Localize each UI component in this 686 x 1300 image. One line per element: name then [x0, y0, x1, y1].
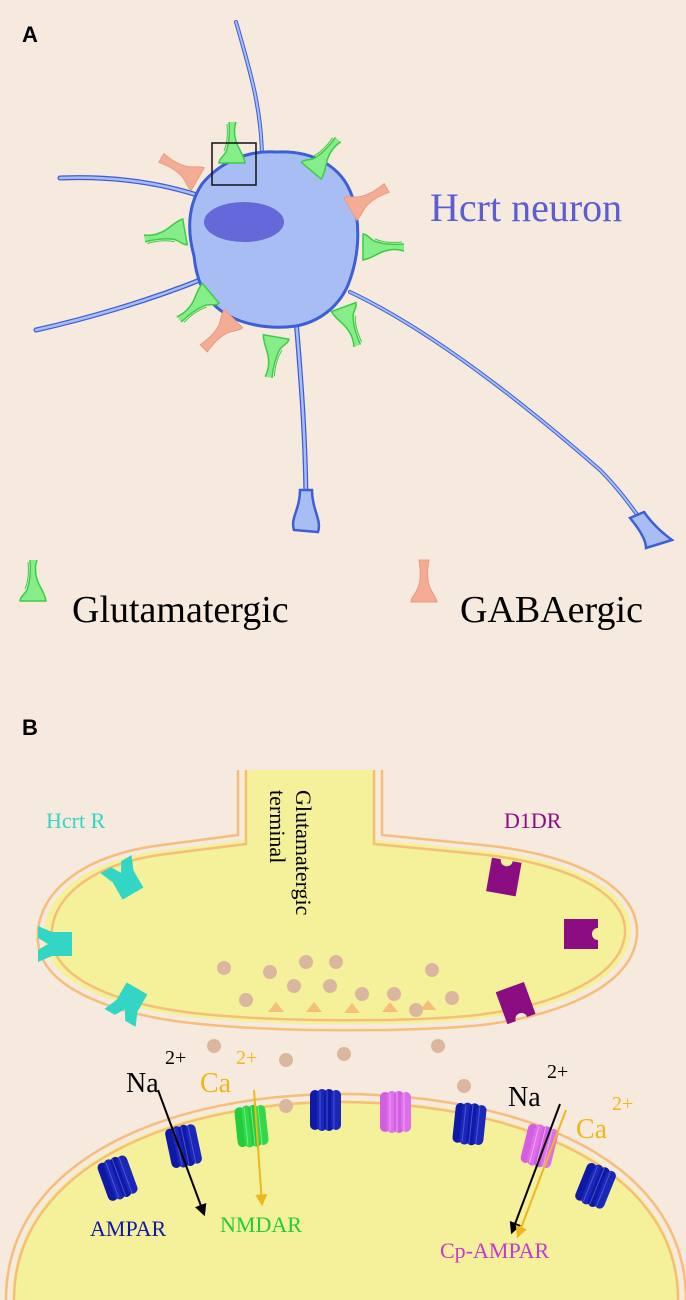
neuron-soma — [188, 150, 360, 329]
nmdar-label: NMDAR — [220, 1212, 302, 1237]
ca-label-right: Ca — [576, 1114, 608, 1145]
legend: Glutamatergic GABAergic — [19, 559, 643, 631]
ion-flux — [157, 1089, 567, 1239]
zoom-box — [211, 142, 257, 186]
panel-b: B Glutamatergic terminal — [4, 715, 686, 1300]
hcrt-r-label: Hcrt R — [46, 808, 106, 833]
na-charge-left: 2+ — [165, 1047, 186, 1069]
vesicle — [457, 1079, 471, 1093]
d1dr-receptors: D1DR — [486, 808, 598, 1025]
vesicle — [329, 955, 343, 969]
vesicle — [239, 993, 253, 1007]
glutamatergic-synapse — [255, 334, 290, 381]
glutamatergic-synapse — [141, 218, 188, 253]
na-influx-arrow — [509, 1103, 561, 1235]
vesicles — [207, 955, 471, 1113]
vesicle — [355, 987, 369, 1001]
terminal-label-line2: terminal — [265, 790, 290, 863]
process-foot-bottom — [291, 488, 321, 534]
legend-gabaergic-icon — [410, 559, 438, 603]
vesicle — [425, 963, 439, 977]
d1dr-label: D1DR — [504, 808, 562, 833]
legend-glutamatergic-label: Glutamatergic — [72, 589, 289, 631]
cp-ampar-receptor — [379, 1090, 412, 1134]
glutamatergic-synapse — [362, 233, 405, 261]
vesicle — [431, 1039, 445, 1053]
ca-influx-arrow — [515, 1109, 567, 1239]
vesicle — [387, 987, 401, 1001]
ca-charge-right: 2+ — [612, 1093, 633, 1115]
ca-charge-left: 2+ — [236, 1047, 257, 1069]
hcrt-receptors: Hcrt R — [38, 808, 153, 1027]
na-influx-arrow — [157, 1089, 207, 1217]
legend-gabaergic-label: GABAergic — [460, 589, 643, 631]
ca-label-left: Ca — [200, 1068, 232, 1099]
legend-glutamatergic-icon — [19, 559, 47, 602]
ampar-receptor — [309, 1088, 342, 1132]
na-label-left: Na — [126, 1068, 159, 1099]
vesicle — [337, 1047, 351, 1061]
panel-a: A — [19, 20, 675, 631]
ampar-receptor — [451, 1100, 488, 1147]
nmdar-receptor — [233, 1103, 270, 1150]
vesicle — [299, 955, 313, 969]
glutamatergic-terminal: Glutamatergic terminal — [36, 770, 639, 1032]
vesicle — [279, 1053, 293, 1067]
vesicle — [279, 1099, 293, 1113]
na-charge-right: 2+ — [547, 1061, 568, 1083]
ion-labels: Na 2+ Ca 2+ Na 2+ Ca 2+ — [126, 1047, 633, 1145]
neuron-process-fills — [34, 21, 657, 541]
terminal-label-line1: Glutamatergic — [291, 790, 316, 916]
ca-influx-arrow — [253, 1089, 268, 1207]
neuron-label: Hcrt neuron — [430, 185, 622, 230]
process-foot-right — [627, 510, 675, 550]
vesicle — [217, 961, 231, 975]
vesicle — [207, 1039, 221, 1053]
cp-ampar-label: Cp-AMPAR — [440, 1238, 550, 1263]
nucleus — [204, 202, 284, 242]
panel-a-letter: A — [22, 22, 38, 47]
ampar-label: AMPAR — [90, 1216, 167, 1241]
na-label-right: Na — [508, 1082, 541, 1113]
vesicle — [409, 1003, 423, 1017]
hcrt-neuron — [33, 20, 675, 550]
vesicle — [323, 979, 337, 993]
panel-b-letter: B — [22, 715, 38, 740]
vesicle — [445, 991, 459, 1005]
glutamatergic-synapse — [330, 301, 371, 351]
vesicle — [263, 965, 277, 979]
vesicle — [287, 979, 301, 993]
